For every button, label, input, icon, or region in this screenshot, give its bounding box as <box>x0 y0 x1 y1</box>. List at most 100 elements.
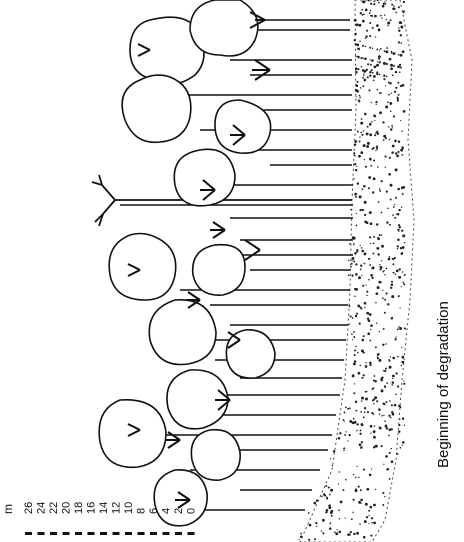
scale-tick-mark <box>88 532 95 535</box>
soil-dot <box>361 400 363 402</box>
scale-tick-label: 24 <box>36 502 48 514</box>
soil-dot <box>387 303 389 305</box>
soil-dot <box>366 221 369 224</box>
soil-dot <box>379 111 382 114</box>
soil-dot <box>404 425 405 426</box>
diagram-caption: Beginning of degradation <box>435 301 452 468</box>
soil-dot <box>389 139 390 140</box>
soil-dot <box>389 452 391 454</box>
soil-dot <box>401 154 403 156</box>
soil-dot <box>403 381 404 382</box>
soil-dot <box>359 523 361 525</box>
soil-dot <box>398 424 400 426</box>
soil-dot <box>376 148 378 150</box>
soil-dot <box>362 188 364 190</box>
soil-dot <box>384 1 385 2</box>
soil-dot <box>351 518 353 520</box>
soil-dot <box>315 522 317 524</box>
soil-dot <box>355 96 356 97</box>
scale-tick-mark <box>100 532 107 535</box>
soil-dot <box>369 71 371 73</box>
soil-dot <box>352 317 354 319</box>
soil-dot <box>324 495 326 497</box>
soil-dot <box>383 135 386 138</box>
soil-dot <box>396 213 397 214</box>
soil-dot <box>373 430 376 433</box>
soil-dot <box>333 450 336 453</box>
soil-dot <box>384 370 386 372</box>
soil-dot <box>368 187 370 189</box>
soil-dot <box>379 190 381 192</box>
soil-dot <box>398 41 400 43</box>
soil-dot <box>365 35 367 37</box>
soil-dot <box>375 292 378 295</box>
soil-dot <box>382 5 385 8</box>
soil-dot <box>329 522 331 524</box>
soil-dot <box>397 213 400 216</box>
soil-dot <box>381 92 382 93</box>
soil-dot <box>397 453 399 455</box>
soil-dot <box>401 356 404 359</box>
soil-dot <box>343 419 345 421</box>
soil-dot <box>321 531 322 532</box>
soil-dot <box>354 296 356 298</box>
soil-dot <box>356 423 358 425</box>
soil-dot <box>377 133 379 135</box>
scale-tick-label: 4 <box>161 508 173 514</box>
soil-dot <box>398 30 400 32</box>
soil-dot <box>321 496 323 498</box>
soil-dot <box>350 531 352 533</box>
soil-dot <box>399 226 401 228</box>
soil-dot <box>397 385 399 387</box>
soil-dot <box>391 404 393 406</box>
soil-dot <box>356 532 359 535</box>
soil-dot <box>391 283 394 286</box>
soil-dot <box>390 417 391 418</box>
soil-dot <box>375 36 376 37</box>
soil-dot <box>373 403 374 404</box>
soil-dot <box>379 331 380 332</box>
soil-dot <box>357 305 360 308</box>
soil-dot <box>392 127 393 128</box>
soil-dot <box>364 302 367 305</box>
scale-tick-label: 14 <box>98 502 110 514</box>
soil-dot <box>371 522 373 524</box>
soil-dot <box>363 536 366 539</box>
soil-dot <box>395 71 397 73</box>
scale-tick-label: 20 <box>61 502 73 514</box>
soil-dot <box>388 435 390 437</box>
soil-dot <box>370 59 371 60</box>
soil-dot <box>397 328 399 330</box>
soil-dot <box>397 151 399 153</box>
soil-dot <box>379 188 381 190</box>
soil-dot <box>382 121 384 123</box>
soil-dot <box>359 195 362 198</box>
soil-dot <box>384 420 386 422</box>
soil-dot <box>374 66 377 69</box>
soil-dot <box>373 236 375 238</box>
soil-dot <box>386 292 388 294</box>
soil-dot <box>371 277 373 279</box>
soil-dot <box>378 28 380 30</box>
soil-dot <box>362 339 365 342</box>
soil-dot <box>401 230 403 232</box>
soil-dot <box>347 408 349 410</box>
soil-dot <box>393 65 395 67</box>
soil-dot <box>392 381 395 384</box>
soil-dot <box>403 282 405 284</box>
soil-dot <box>354 140 357 143</box>
soil-dot <box>389 102 392 105</box>
soil-dot <box>390 19 392 21</box>
scale-tick-mark <box>138 532 145 535</box>
soil-dot <box>349 434 351 436</box>
soil-dot <box>394 204 395 205</box>
soil-dot <box>398 6 400 8</box>
soil-dot <box>401 146 404 149</box>
soil-dot <box>397 356 399 358</box>
soil-dot <box>397 188 400 191</box>
soil-dot <box>308 539 310 541</box>
soil-dot <box>357 81 359 83</box>
scale-tick-label: 16 <box>86 502 98 514</box>
soil-dot <box>389 366 392 369</box>
soil-dot <box>395 336 396 337</box>
